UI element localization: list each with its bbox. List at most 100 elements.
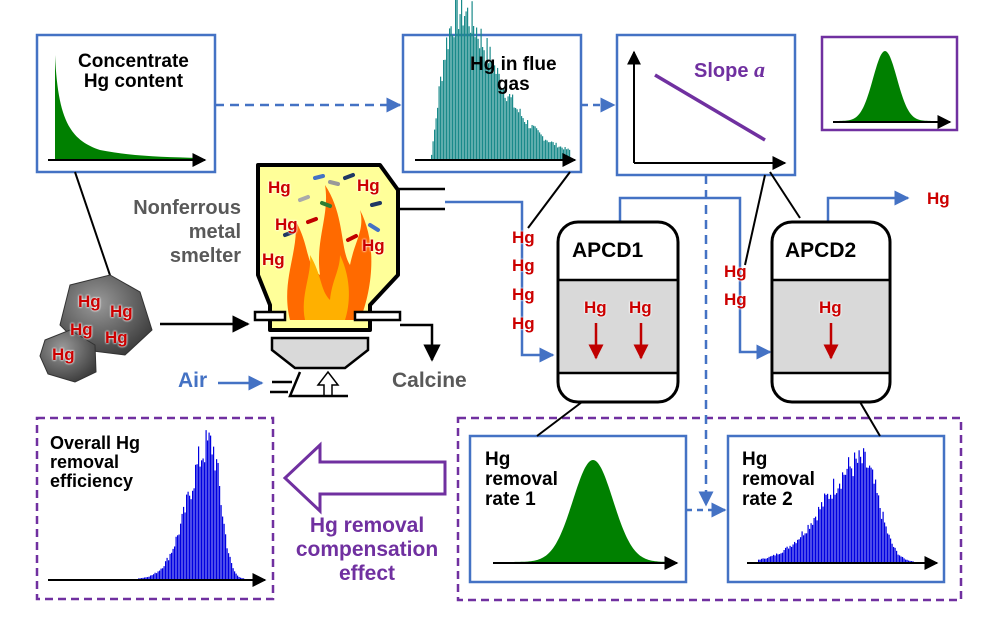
hg-label: Hg [268, 178, 291, 197]
histogram-bar [153, 574, 155, 579]
removal-rate-2-label: Hg removal rate 2 [742, 449, 815, 510]
histogram-bar [843, 474, 845, 562]
histogram-bar [549, 142, 551, 159]
connector-slope-stream [744, 174, 766, 266]
histogram-bar [441, 81, 443, 159]
apcd1-label: APCD1 [572, 239, 644, 262]
hg-label: Hg [512, 228, 535, 247]
histogram-bar [214, 470, 216, 579]
histogram-bar [828, 498, 830, 562]
histogram-bar [169, 553, 171, 579]
histogram-bar [764, 558, 766, 562]
histogram-bar [162, 568, 164, 579]
histogram-bar [533, 125, 535, 159]
histogram-bar [189, 495, 191, 579]
histogram-bar [911, 561, 913, 562]
ore-icon [39, 274, 153, 383]
apcd2-label: APCD2 [785, 239, 857, 262]
histogram-bar [482, 47, 484, 159]
histogram-bar [878, 495, 880, 562]
hg-label: Hg [275, 215, 298, 234]
histogram-bar [142, 577, 144, 579]
histogram-bar [470, 32, 472, 160]
histogram-bar [831, 498, 833, 562]
histogram-bar [150, 575, 152, 579]
histogram-bar [893, 546, 895, 562]
air-label: Air [178, 369, 208, 392]
histogram-bar [783, 550, 785, 562]
histogram-bar [813, 518, 815, 562]
histogram-bar [192, 490, 194, 579]
histogram-bar [154, 572, 156, 579]
histogram-bar [885, 526, 887, 562]
histogram-bar [894, 547, 896, 562]
histogram-bar [863, 448, 865, 562]
histogram-bar [857, 462, 859, 562]
histogram-bar [166, 557, 168, 579]
removal-rate-1-box [468, 434, 688, 584]
histogram-bar [905, 559, 907, 562]
histogram-bar [440, 76, 442, 159]
histogram-bar [515, 107, 517, 159]
histogram-bar [216, 459, 218, 579]
histogram-bar [875, 479, 877, 562]
histogram-bar [443, 59, 445, 159]
histogram-bar [151, 575, 153, 579]
histogram-bar [510, 97, 512, 159]
compensation-label: Hg removal compensation effect [295, 514, 439, 586]
histogram-bar [453, 37, 455, 159]
hg-label: Hg [584, 298, 607, 317]
histogram-bar [555, 142, 557, 159]
histogram-bar [447, 49, 449, 159]
histogram-bar [810, 523, 812, 562]
histogram-bar [546, 140, 548, 159]
histogram-bar [455, 0, 457, 160]
histogram-bar [459, 14, 461, 159]
histogram-bar [884, 522, 886, 562]
removal-rate-1-curve [500, 460, 670, 562]
histogram-bar [552, 142, 554, 159]
slope-distribution-box [820, 35, 959, 132]
histogram-bar [869, 465, 871, 562]
histogram-bar [566, 149, 568, 159]
histogram-bar [564, 147, 566, 159]
histogram-bar [512, 94, 514, 159]
flue-gas-label: Hg in flue gas [470, 54, 557, 95]
connector-apcd2-rate2 [859, 401, 881, 437]
hg-label: Hg [512, 285, 535, 304]
histogram-bar [794, 541, 796, 562]
histogram-bar [141, 578, 143, 579]
histogram-bar [525, 124, 527, 159]
histogram-bar [148, 576, 150, 579]
slope-line [654, 73, 766, 142]
histogram-bar [235, 573, 237, 579]
histogram-bar [465, 11, 467, 159]
histogram-bar [816, 520, 818, 562]
histogram-bar [177, 535, 179, 579]
histogram-bar [803, 535, 805, 562]
hg-label: Hg [262, 250, 285, 269]
histogram-bar [528, 128, 530, 159]
histogram-bar [786, 546, 788, 562]
histogram-bar [839, 483, 841, 562]
histogram-bar [434, 129, 436, 159]
histogram-bar [187, 491, 189, 579]
particles [283, 173, 382, 242]
histogram-bar [213, 446, 215, 579]
histogram-bar [199, 466, 201, 579]
histogram-bar [891, 543, 893, 562]
hg-label: Hg [629, 298, 652, 317]
connector-flue-stream [527, 171, 571, 229]
connector-concentrate-ore [74, 171, 116, 291]
histogram-bar [890, 538, 892, 562]
histogram-bar [558, 146, 560, 159]
hg-label: Hg [927, 189, 950, 208]
histogram-bar [503, 87, 505, 159]
histogram-bar [147, 577, 149, 579]
histogram-bar [849, 466, 851, 562]
histogram-bar [479, 48, 481, 159]
hg-label: Hg [819, 298, 842, 317]
histogram-bar [171, 552, 173, 579]
histogram-bar [791, 546, 793, 562]
